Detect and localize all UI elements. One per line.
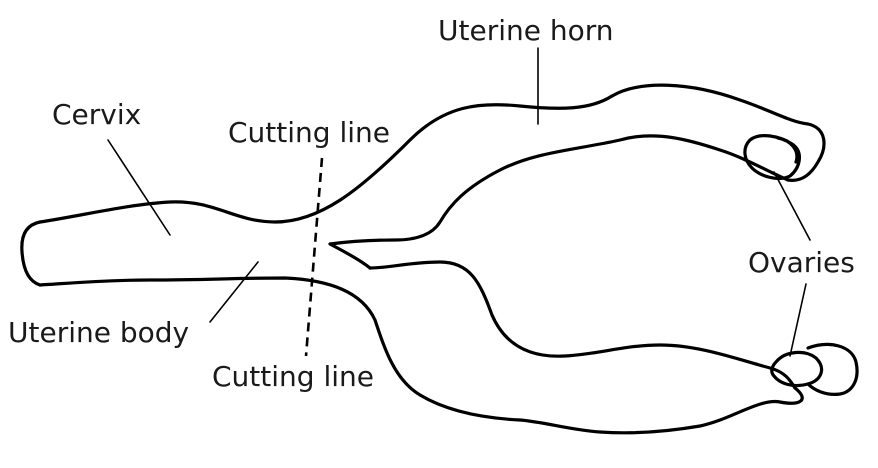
lower-horn-tip-outline <box>806 342 859 396</box>
ovaries-leader-upper <box>773 171 811 241</box>
upper-inner-contour <box>328 134 790 270</box>
ovaries-label: Ovaries <box>748 246 855 279</box>
upper-ovary-fold <box>776 136 799 164</box>
cutting-line-label-bottom: Cutting line <box>212 360 374 393</box>
lower-outer-contour <box>38 276 804 435</box>
cervix-label: Cervix <box>52 98 141 131</box>
upper-outer-contour <box>38 83 826 224</box>
cutting-line-label-top: Cutting line <box>228 116 390 149</box>
ovaries-leader-lower <box>789 283 807 357</box>
uterine-body-leader <box>209 261 259 323</box>
lower-ovary-outline <box>770 350 824 388</box>
cervix-leader <box>107 139 171 236</box>
cervix-end-outline <box>20 220 42 287</box>
uterine-body-label: Uterine body <box>8 316 189 349</box>
cutting-line-dashed <box>304 157 324 357</box>
lower-inner-contour <box>368 260 797 390</box>
uterine-horn-label: Uterine horn <box>438 14 614 47</box>
